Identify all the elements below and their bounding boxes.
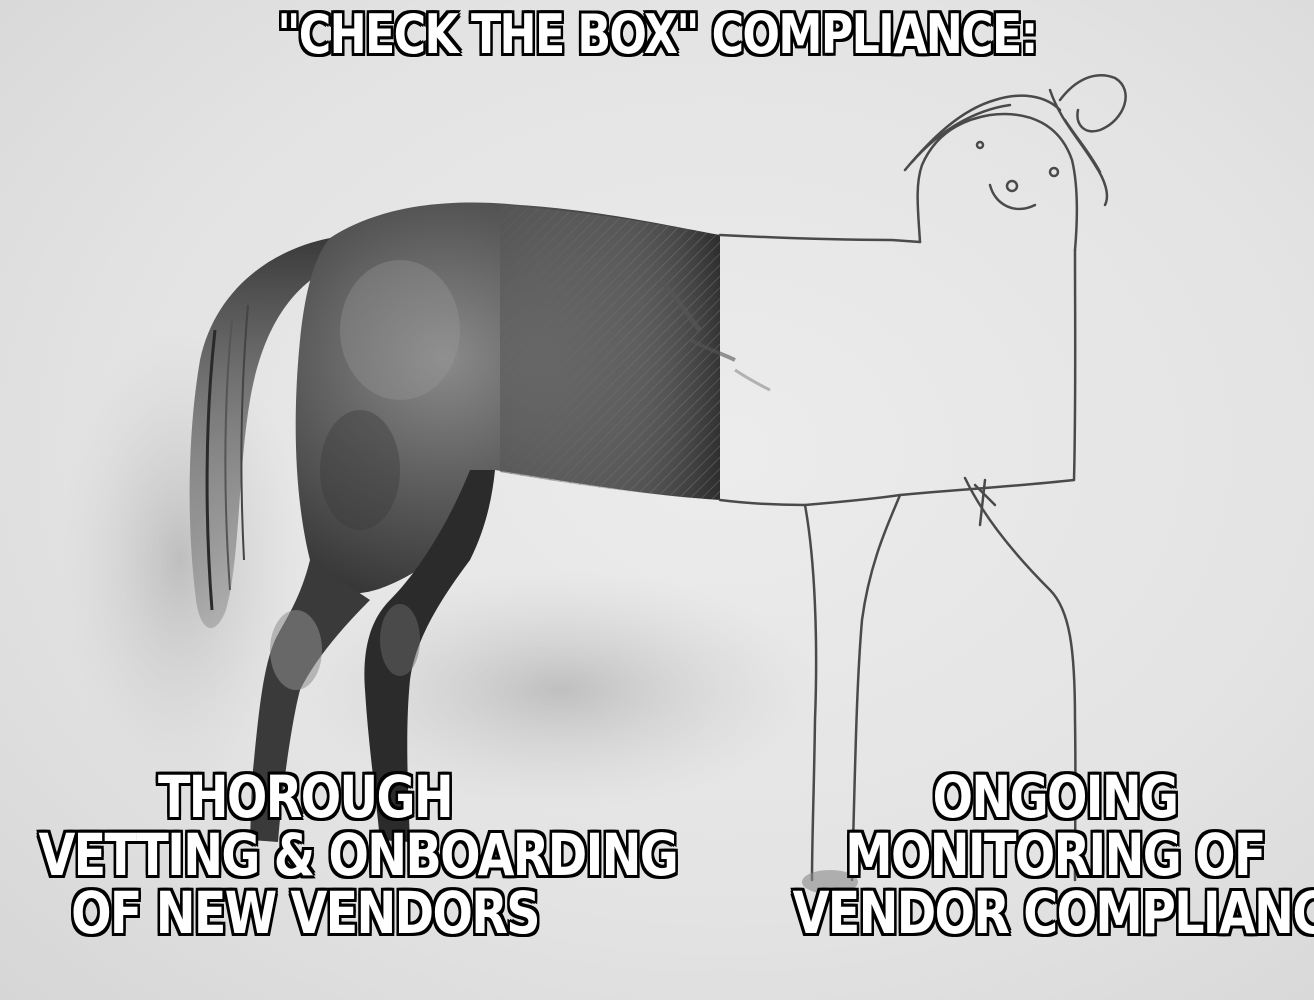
caption-left-line: VETTING & ONBOARDING (38, 821, 679, 889)
caption-top: "CHECK THE BOX" COMPLIANCE: (108, 8, 1207, 62)
caption-top-text: "CHECK THE BOX" COMPLIANCE: (277, 3, 1038, 66)
caption-left-line: OF NEW VENDORS (71, 879, 540, 947)
paper-smudge (300, 570, 820, 810)
horse-tail (189, 238, 330, 629)
caption-right-line: ONGOING (932, 763, 1179, 831)
caption-left: THOROUGH VETTING & ONBOARDING OF NEW VEN… (38, 763, 679, 947)
caption-right: ONGOING MONITORING OF VENDOR COMPLIANCE (793, 768, 1314, 942)
caption-right-line: MONITORING OF (845, 821, 1266, 889)
horse-hind-leg-back (250, 560, 370, 842)
caption-right-line: VENDOR COMPLIANCE (792, 879, 1314, 947)
caption-left-line: THOROUGH (157, 763, 454, 831)
horse-hind-leg-front (364, 470, 495, 842)
horse-sketch-front (718, 73, 1127, 882)
